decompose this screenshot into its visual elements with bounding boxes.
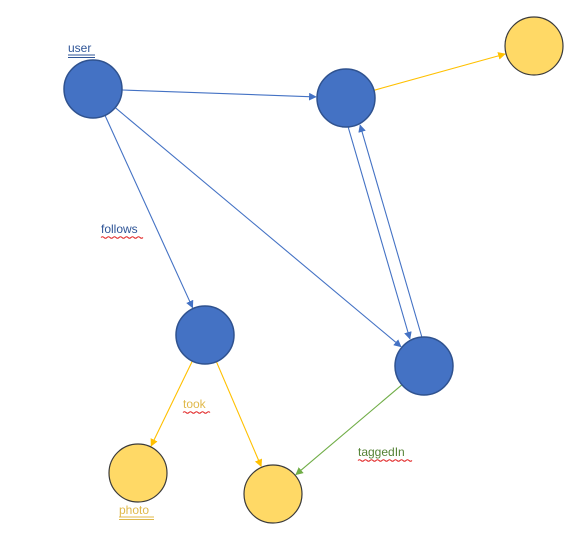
edge-took-u3-p3 xyxy=(215,361,263,468)
label-photo-underline xyxy=(119,516,154,520)
photo-node-p3 xyxy=(243,464,303,524)
edge-follows-u1-u3 xyxy=(104,115,194,309)
label-follows-group: follows xyxy=(100,222,144,239)
label-photo: photo xyxy=(119,503,149,517)
label-user-group: user xyxy=(68,41,95,58)
photo-node-p2 xyxy=(108,443,168,503)
nodes-layer xyxy=(63,16,564,524)
edge-follows-u4-u2 xyxy=(358,124,423,337)
label-follows: follows xyxy=(101,222,138,236)
edge-took-u2-p1 xyxy=(373,52,506,91)
label-took-group: took xyxy=(182,397,211,414)
label-taggedin-spellmark xyxy=(357,459,413,462)
edge-follows-u1-u2 xyxy=(121,89,317,101)
label-user-underline xyxy=(68,54,95,58)
label-user: user xyxy=(68,41,91,55)
user-node-u4 xyxy=(394,336,454,396)
edge-tagged-u4-p3 xyxy=(295,384,403,476)
edge-took-u3-p2 xyxy=(150,360,193,447)
photo-node-p1 xyxy=(504,16,564,76)
label-photo-group: photo xyxy=(119,503,154,520)
edge-follows-u1-u4 xyxy=(114,107,402,348)
edges-layer xyxy=(104,52,506,476)
user-node-u3 xyxy=(175,305,235,365)
label-taggedin: taggedIn xyxy=(358,445,405,459)
user-node-u1 xyxy=(63,59,123,119)
label-took: took xyxy=(183,397,207,411)
edge-follows-u2-u4 xyxy=(347,127,412,340)
user-node-u2 xyxy=(316,68,376,128)
label-took-spellmark xyxy=(182,411,211,414)
label-follows-spellmark xyxy=(100,236,144,239)
label-taggedin-group: taggedIn xyxy=(357,445,413,462)
